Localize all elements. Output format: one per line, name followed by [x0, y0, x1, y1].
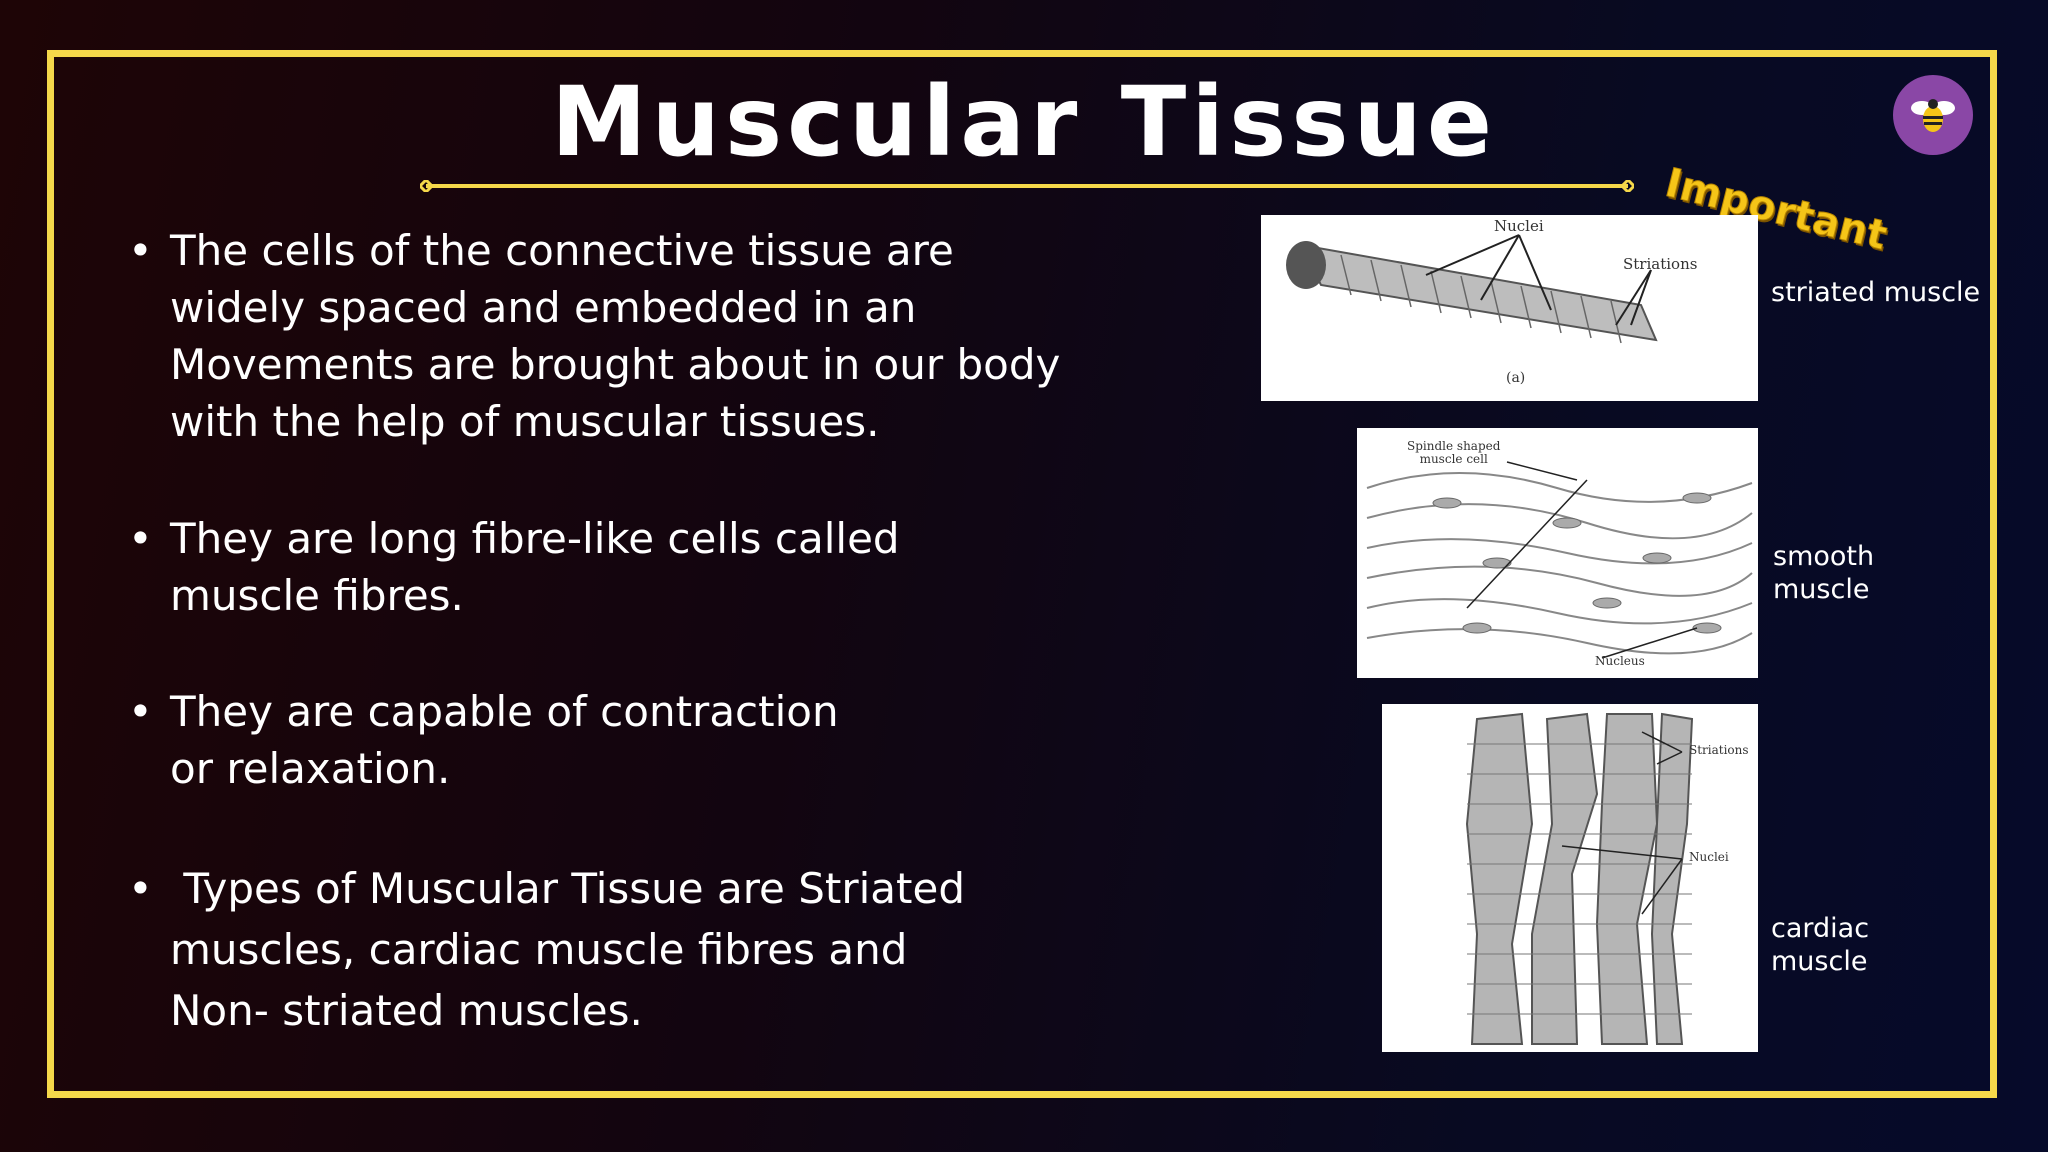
cardiac-muscle-figure: Striations Nuclei [1382, 704, 1758, 1052]
bullet-item: • They are capable of contraction or rel… [128, 683, 839, 797]
bullet-icon: • [128, 864, 153, 913]
bullet-icon: • [128, 687, 153, 736]
bullet-item: • Types of Muscular Tissue are Striated … [128, 858, 965, 1041]
bullet-icon: • [128, 226, 153, 275]
smooth-muscle-caption: smooth muscle [1773, 541, 1875, 605]
striated-muscle-figure: Nuclei Striations (a) [1261, 215, 1758, 401]
nucleus-annotation: Nucleus [1595, 654, 1645, 668]
spindle-annotation: Spindle shaped muscle cell [1407, 439, 1501, 466]
striations-annotation: Striations [1689, 743, 1749, 757]
title-underline [420, 180, 1634, 192]
slide-frame [47, 50, 1997, 1098]
nuclei-annotation: Nuclei [1689, 850, 1729, 864]
nuclei-annotation: Nuclei [1494, 217, 1544, 235]
bullet-item: • The cells of the connective tissue are… [128, 222, 1060, 450]
cardiac-muscle-caption: cardiac muscle [1771, 913, 1870, 977]
smooth-muscle-figure: Spindle shaped muscle cell Nucleus [1357, 428, 1758, 678]
bullet-item: • They are long fibre-like cells called … [128, 510, 900, 624]
bee-icon [1893, 75, 1973, 155]
bullet-icon: • [128, 514, 153, 563]
striated-muscle-caption: striated muscle [1771, 277, 1981, 308]
slide-title: Muscular Tissue [551, 66, 1497, 178]
striations-annotation: Striations [1623, 255, 1698, 273]
panel-letter: (a) [1506, 370, 1526, 386]
